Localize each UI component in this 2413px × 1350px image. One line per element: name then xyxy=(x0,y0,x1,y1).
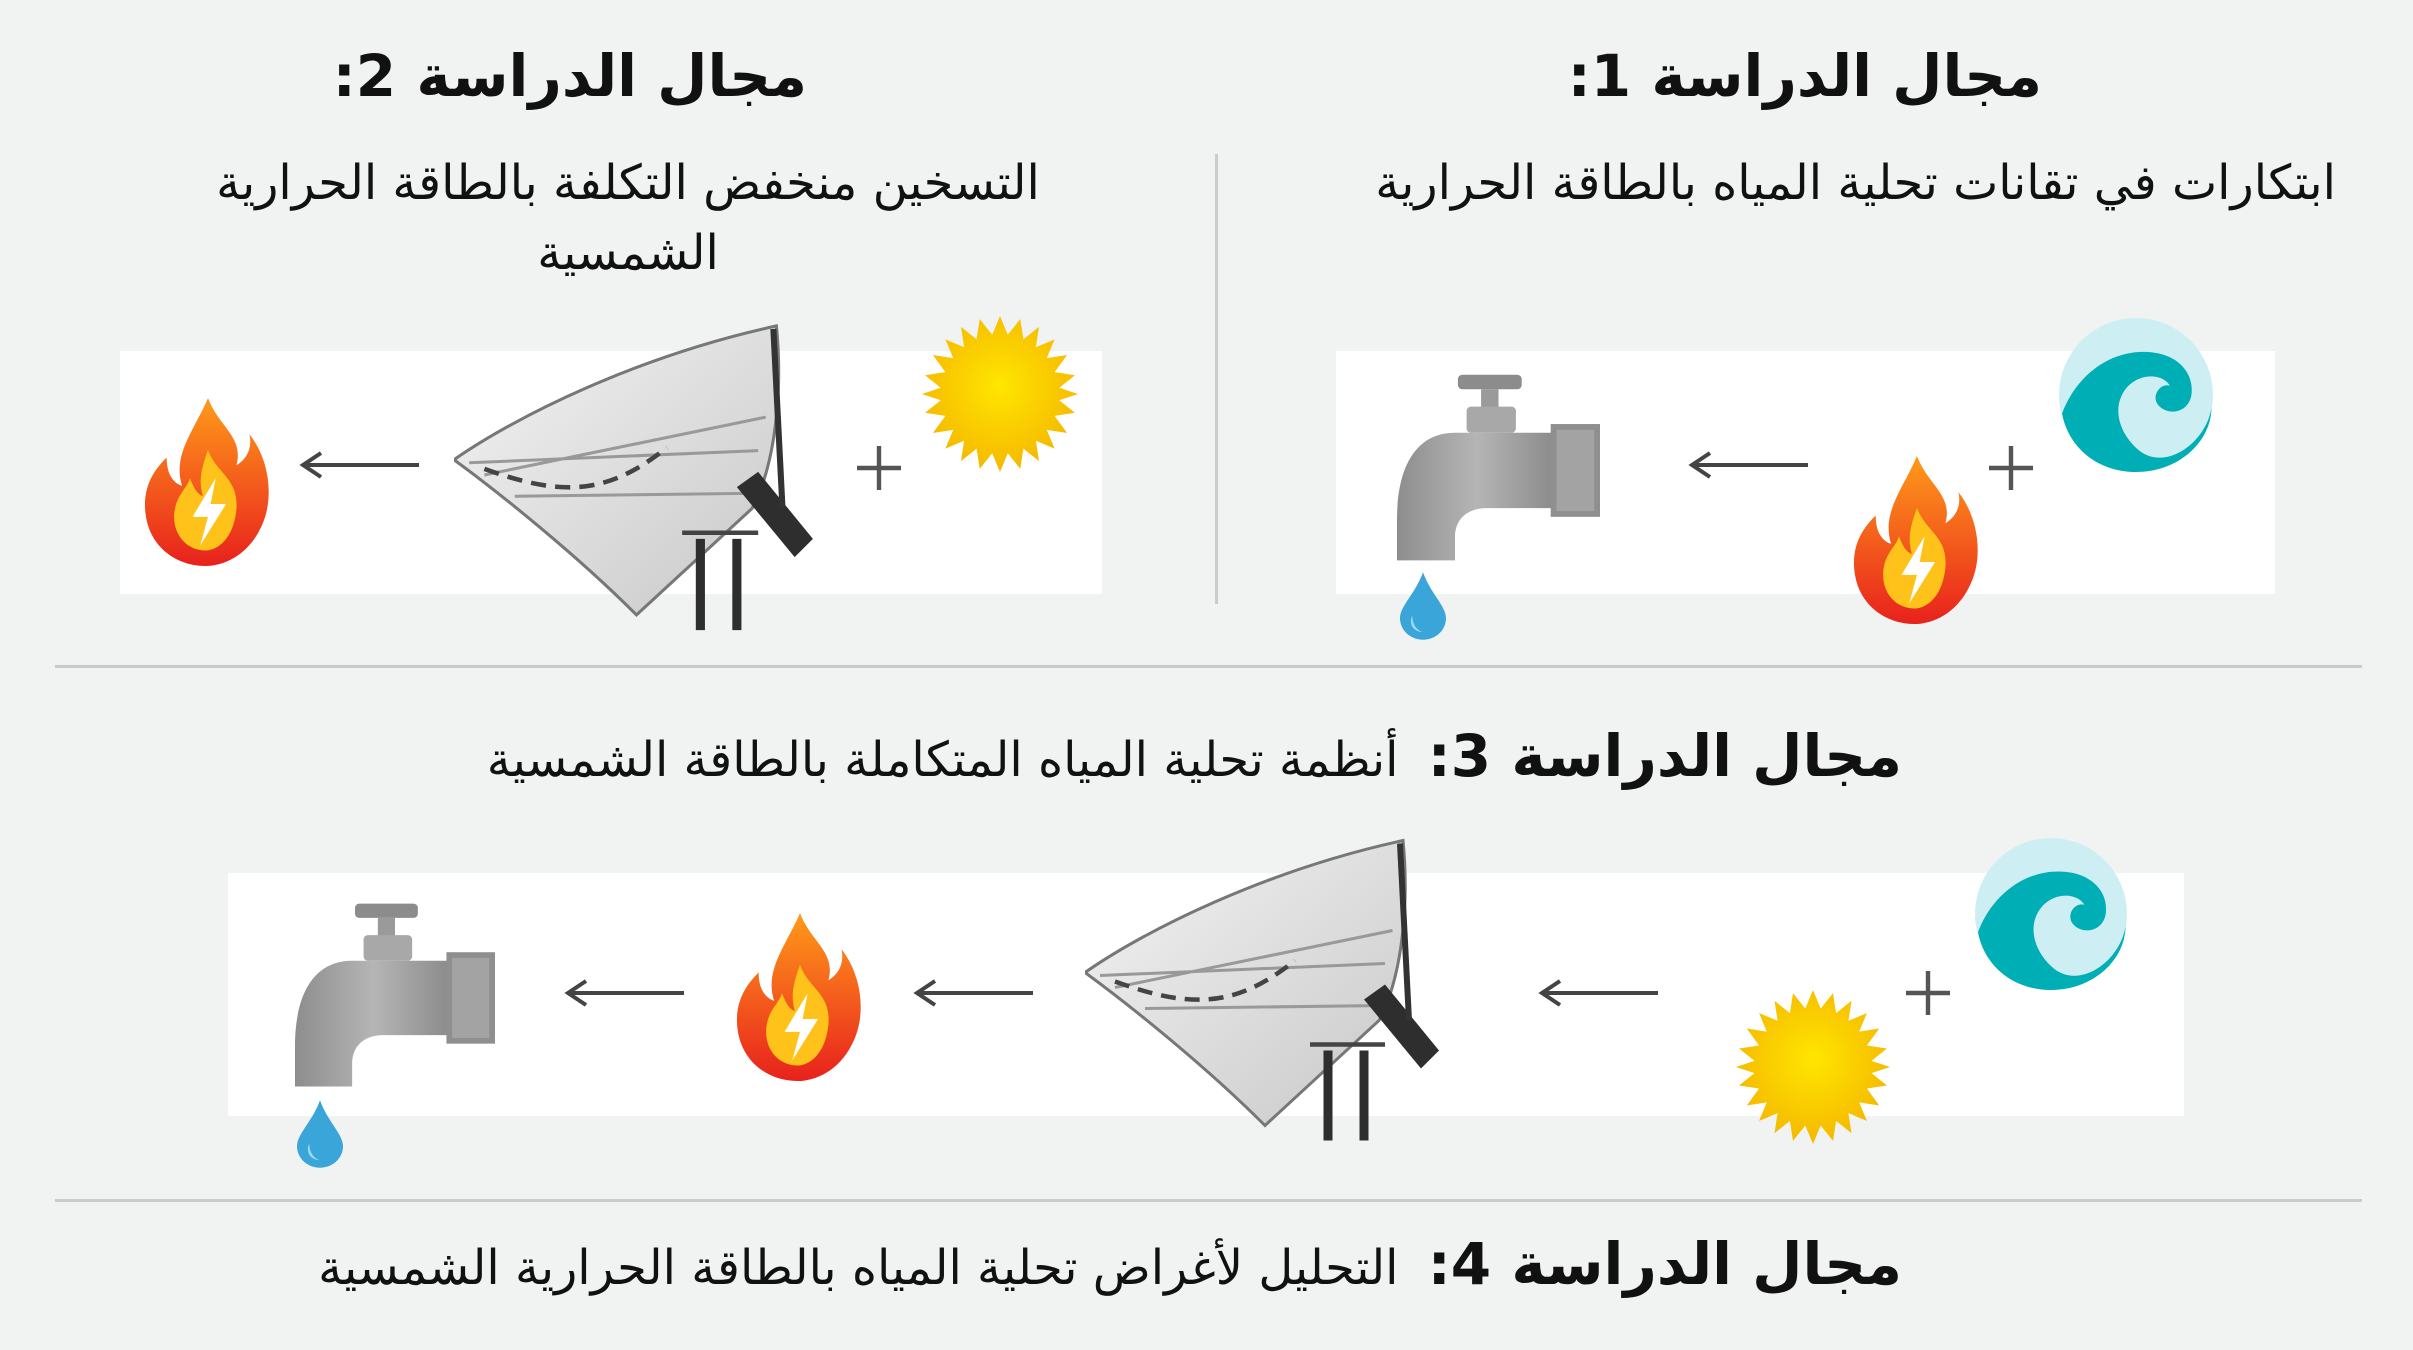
arrow-left-icon xyxy=(563,978,685,1008)
heat-flame-icon xyxy=(736,913,861,1081)
vertical-divider xyxy=(1215,154,1218,604)
arrow-left-icon xyxy=(298,450,420,480)
area2-subtitle-line1: التسخين منخفض التكلفة بالطاقة الحرارية xyxy=(216,155,1040,211)
plus-icon xyxy=(857,446,901,490)
seawater-icon xyxy=(2059,318,2213,472)
plus-icon xyxy=(1906,971,1950,1015)
arrow-left-icon xyxy=(1537,978,1659,1008)
seawater-icon xyxy=(1975,838,2127,990)
solar-concentrator-icon xyxy=(454,323,819,633)
area4-title: مجال الدراسة 4: xyxy=(1427,1230,1902,1298)
area3-heading: مجال الدراسة 3: أنظمة تحلية المياه المتك… xyxy=(487,722,1902,790)
area4-heading: مجال الدراسة 4: التحليل لأغراض تحلية الم… xyxy=(318,1230,1902,1298)
arrow-left-icon xyxy=(912,978,1034,1008)
area2-title: مجال الدراسة 2: xyxy=(332,42,807,110)
water-drop-icon xyxy=(297,1100,343,1168)
heat-flame-icon xyxy=(1853,456,1978,624)
area1-subtitle: ابتكارات في تقانات تحلية المياه بالطاقة … xyxy=(1375,155,2336,211)
arrow-left-icon xyxy=(1687,450,1809,480)
horizontal-divider xyxy=(55,665,2362,668)
area1-title: مجال الدراسة 1: xyxy=(1567,42,2042,110)
water-tap-icon xyxy=(1397,374,1600,561)
horizontal-divider xyxy=(55,1199,2362,1202)
heat-flame-icon xyxy=(144,398,269,566)
area4-subtitle: التحليل لأغراض تحلية المياه بالطاقة الحر… xyxy=(318,1240,1399,1296)
plus-icon xyxy=(1989,446,2033,490)
sun-icon xyxy=(1736,990,1890,1144)
solar-concentrator-icon xyxy=(1085,838,1445,1143)
area3-subtitle: أنظمة تحلية المياه المتكاملة بالطاقة الش… xyxy=(486,732,1399,788)
area3-title: مجال الدراسة 3: xyxy=(1427,722,1902,790)
sun-icon xyxy=(922,316,1078,472)
water-tap-icon xyxy=(295,903,495,1087)
area2-subtitle-line2: الشمسية xyxy=(537,225,719,281)
water-drop-icon xyxy=(1400,572,1446,640)
